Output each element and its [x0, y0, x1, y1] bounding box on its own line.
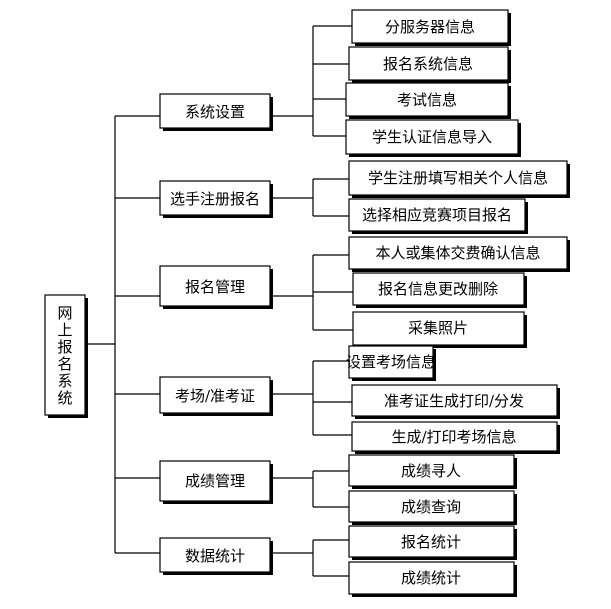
leaf-label: 分服务器信息 — [385, 18, 475, 36]
leaf-node: 本人或集体交费确认信息 — [348, 236, 570, 272]
root-label: 网上报名系统 — [57, 304, 72, 407]
leaf-label: 本人或集体交费确认信息 — [375, 244, 540, 262]
module-node-score-management: 成绩管理 — [159, 460, 273, 504]
module-label: 数据统计 — [185, 547, 245, 565]
leaf-node: 学生注册填写相关个人信息 — [348, 160, 570, 198]
leaf-node: 生成/打印考场信息 — [351, 421, 560, 454]
root-label-char: 名 — [57, 355, 72, 373]
leaf-label: 报名系统信息 — [383, 55, 473, 73]
leaf-label: 成绩查询 — [401, 498, 461, 516]
leaf-node: 考试信息 — [345, 82, 511, 119]
leaf-label: 准考证生成打印/分发 — [384, 392, 524, 410]
leaf-node: 采集照片 — [352, 311, 527, 348]
connector-lines — [86, 25, 353, 577]
root-label-char: 系 — [57, 372, 72, 390]
module-node-contestant-registration: 选手注册报名 — [159, 180, 273, 218]
leaf-node: 报名系统信息 — [348, 46, 511, 83]
root-label-char: 报 — [57, 338, 72, 356]
leaf-node: 报名信息更改删除 — [352, 272, 527, 308]
root-label-char: 上 — [57, 321, 72, 339]
leaf-node: 选择相应竞赛项目报名 — [348, 198, 528, 234]
module-node-exam-room-admission: 考场/准考证 — [159, 376, 273, 416]
module-label: 系统设置 — [185, 103, 245, 121]
module-label: 选手注册报名 — [170, 190, 260, 208]
leaf-label: 考试信息 — [397, 91, 457, 109]
leaf-label: 成绩统计 — [401, 569, 461, 587]
leaf-label: 生成/打印考场信息 — [391, 428, 516, 446]
root-label-char: 网 — [57, 304, 72, 322]
leaf-label: 学生认证信息导入 — [372, 128, 492, 146]
module-label: 报名管理 — [185, 278, 245, 296]
leaf-label: 报名统计 — [401, 533, 461, 551]
leaf-label: 成绩寻人 — [401, 462, 461, 480]
leaf-node: 设置考场信息 — [346, 345, 436, 381]
leaf-node: 成绩查询 — [348, 490, 517, 525]
leaf-label: 学生注册填写相关个人信息 — [368, 169, 548, 187]
leaf-label: 选择相应竞赛项目报名 — [362, 206, 512, 224]
leaf-node: 报名统计 — [348, 525, 517, 560]
leaf-node: 准考证生成打印/分发 — [351, 384, 560, 419]
leaf-label: 报名信息更改删除 — [378, 280, 498, 298]
leaf-node: 成绩寻人 — [348, 454, 517, 489]
leaf-node: 成绩统计 — [348, 561, 517, 597]
leaf-label: 采集照片 — [408, 319, 468, 337]
leaf-label: 设置考场信息 — [346, 353, 436, 371]
leaf-node: 分服务器信息 — [351, 9, 511, 46]
root-label-char: 统 — [57, 389, 72, 407]
root-node: 网上报名系统 — [44, 294, 88, 418]
leaf-node: 学生认证信息导入 — [345, 119, 521, 157]
module-node-system-settings: 系统设置 — [159, 93, 273, 131]
module-node-registration-management: 报名管理 — [159, 265, 273, 309]
module-label: 考场/准考证 — [175, 387, 255, 405]
module-node-data-statistics: 数据统计 — [159, 537, 273, 575]
module-label: 成绩管理 — [185, 472, 245, 490]
